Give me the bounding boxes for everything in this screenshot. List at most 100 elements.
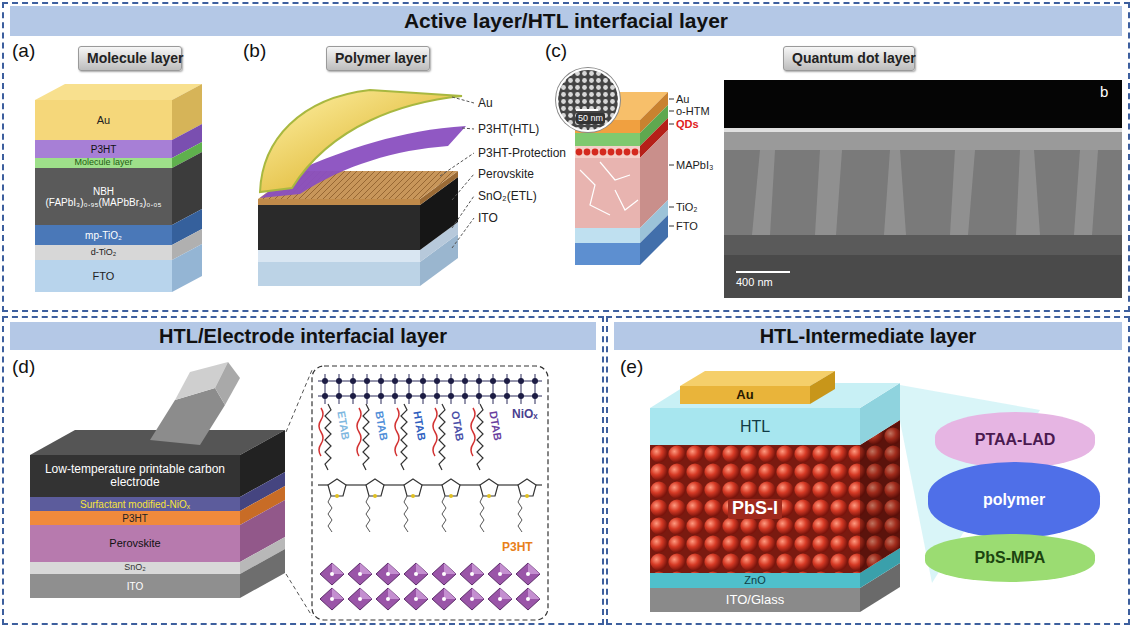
surfactant-label: ETAB xyxy=(334,410,352,441)
leader-line xyxy=(669,226,674,227)
layer-slab: P3HT xyxy=(35,140,172,158)
tem-inset xyxy=(555,67,621,133)
layer-slab: ITO xyxy=(30,574,240,598)
layer-label: PbS-MPA xyxy=(975,549,1046,567)
part-label: Au xyxy=(676,93,689,106)
part-label: o-HTM xyxy=(676,105,710,118)
sem-image xyxy=(752,150,775,235)
layer-label: P3HT xyxy=(91,144,117,155)
layer-slab: HTL xyxy=(650,408,860,445)
layer-stack-e xyxy=(860,420,900,573)
layer-slab: mp-TiO₂ xyxy=(35,225,172,245)
printing-blade xyxy=(215,362,240,405)
zoom-line xyxy=(286,370,312,432)
section-pill-text: Quantum dot layer xyxy=(792,51,906,66)
molecular-inset xyxy=(433,404,445,470)
section-pill: Polymer layer xyxy=(326,46,430,71)
layer-stack-d xyxy=(30,430,285,598)
leader-line xyxy=(669,99,674,100)
layer-label: FTO xyxy=(93,270,115,282)
sem-image xyxy=(1074,150,1098,235)
layer-stack-c xyxy=(600,162,630,180)
surfactant-label: HTAB xyxy=(410,410,428,442)
part-label: FTO xyxy=(676,220,698,233)
layer-slab: PbS-I xyxy=(650,445,860,573)
material-label: NiOₓ xyxy=(510,407,540,421)
layer-stack-c xyxy=(640,215,668,265)
printing-blade xyxy=(150,388,225,445)
surfactant-label: DTAB xyxy=(486,410,504,442)
layer-slab: ITO/Glass xyxy=(650,588,860,612)
sem-image xyxy=(724,150,1122,235)
layer-stack-d xyxy=(240,549,285,598)
leader-line xyxy=(669,165,674,166)
leader-line xyxy=(452,97,474,103)
material-label: P3HT xyxy=(500,540,535,554)
layer-slab: P3HT xyxy=(30,511,240,525)
layer-slab: d-TiO₂ xyxy=(35,245,172,260)
layer-slab: Surfactant modified-NiOₓ xyxy=(30,497,240,511)
section-pill-text: Molecule layer xyxy=(87,51,173,66)
layer-stack-b xyxy=(258,90,466,286)
molecular-inset xyxy=(318,476,542,536)
layer-label: d-TiO₂ xyxy=(91,248,117,258)
layer-stack-b xyxy=(258,205,420,250)
layer-stack-c xyxy=(580,170,610,215)
layer-label: mp-TiO₂ xyxy=(85,230,122,241)
part-label: QDs xyxy=(676,118,699,131)
leader-line xyxy=(440,97,474,248)
part-label: SnO₂(ETL) xyxy=(478,189,537,203)
molecular-inset xyxy=(471,404,483,470)
layer-stack-e xyxy=(650,445,860,573)
printing-blade xyxy=(150,362,240,445)
sem-image xyxy=(724,132,1122,150)
scale-label: 50 nm xyxy=(576,113,605,124)
layer-label: Molecule layer xyxy=(74,158,132,168)
layer-stack-c xyxy=(615,190,638,210)
sem-image xyxy=(724,255,1122,298)
layer-label: P3HT xyxy=(122,513,148,524)
panel-letter: (d) xyxy=(12,356,35,379)
layer-slab: ZnO xyxy=(650,573,860,588)
leader-line xyxy=(669,124,674,125)
section-pill-text: Polymer layer xyxy=(335,51,421,66)
layer-label: Low-temperature printable carbon electro… xyxy=(33,463,237,489)
part-label: MAPbI₃ xyxy=(676,159,714,172)
layer-stack-e xyxy=(650,383,900,408)
leader-line xyxy=(669,99,674,226)
section-pill: Quantum dot layer xyxy=(783,46,915,71)
layer-label: PTAA-LAD xyxy=(975,431,1056,449)
sem-image xyxy=(950,150,975,235)
layer-slab: Molecule layer xyxy=(35,158,172,168)
molecular-inset xyxy=(319,404,331,470)
panel-letter: (e) xyxy=(620,356,643,379)
layer-stack-c xyxy=(575,243,640,265)
layer-slab: Perovskite xyxy=(30,525,240,562)
sem-image xyxy=(724,128,1122,132)
layer-slab: SnO₂ xyxy=(30,562,240,574)
layer-stack-c xyxy=(575,158,640,228)
layer-label: Surfactant modified-NiOₓ xyxy=(80,499,190,510)
blob-layer: PbS-MPA xyxy=(925,534,1095,582)
molecular-inset xyxy=(395,404,407,470)
layer-stack-c xyxy=(575,92,668,265)
part-label: ITO xyxy=(478,211,498,225)
sem-image xyxy=(724,80,1122,298)
panel-letter: (b) xyxy=(243,40,266,63)
layer-stack-a xyxy=(35,84,202,292)
section-pill: Molecule layer xyxy=(78,46,182,71)
subfigure-letter: b xyxy=(1100,83,1108,101)
layer-label: Au xyxy=(736,388,753,402)
blob-layer: polymer xyxy=(928,462,1100,538)
layer-label: HTL xyxy=(740,418,770,436)
layer-label: polymer xyxy=(983,491,1045,509)
panel-region: HTL-Intermediate layerAuHTLPbS-IZnOITO/G… xyxy=(606,316,1130,625)
leader-line xyxy=(669,111,674,112)
layer-stack-b xyxy=(258,262,420,286)
layer-label: SnO₂ xyxy=(124,563,146,573)
tem-inset xyxy=(557,69,619,131)
layer-stack-c xyxy=(575,146,640,158)
layer-stack-b xyxy=(258,250,420,262)
layer-slab: Low-temperature printable carbon electro… xyxy=(30,455,240,497)
